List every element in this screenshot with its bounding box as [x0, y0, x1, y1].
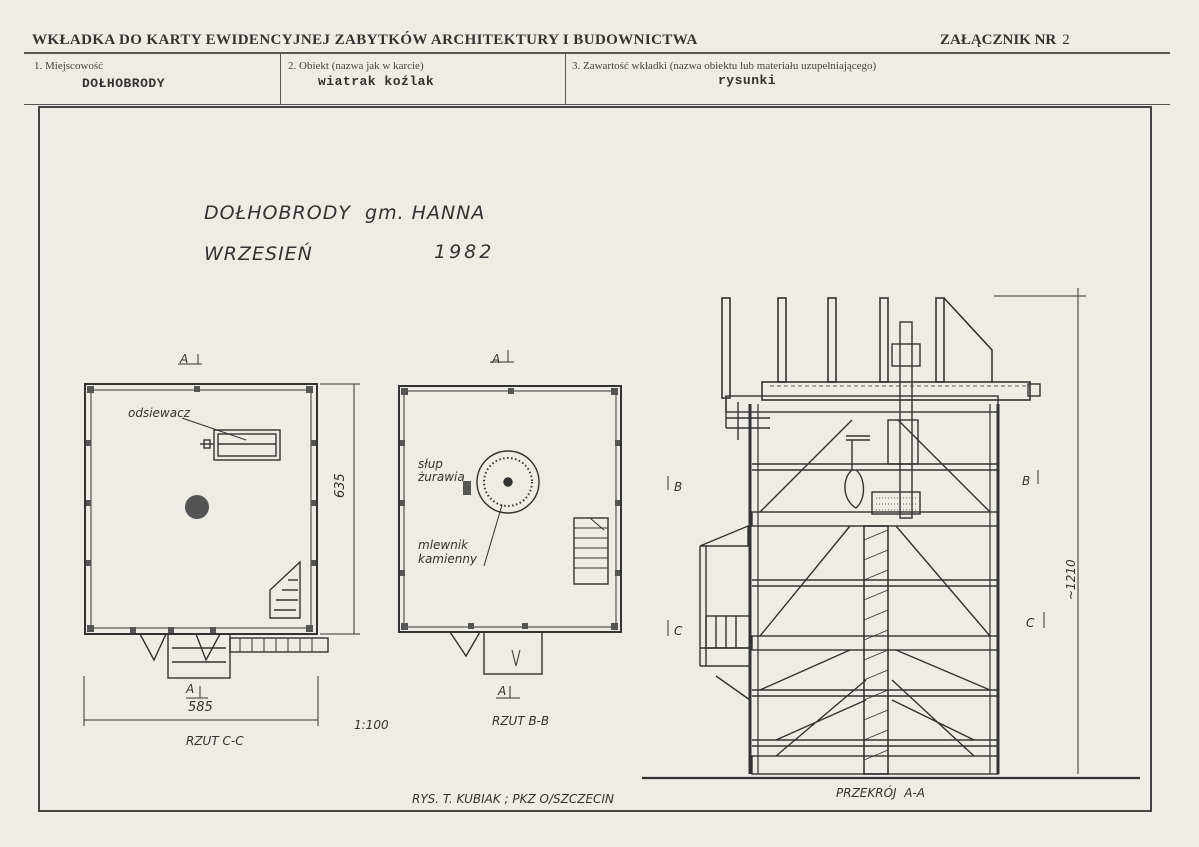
drawing-location: DOŁHOBRODY gm. HANNA [204, 202, 486, 224]
marker-c-right: C [1026, 616, 1035, 630]
field-value-contents: rysunki [718, 73, 777, 88]
field-value-object: wiatrak koźlak [318, 74, 435, 89]
field-label-object: 2. Obiekt (nazwa jak w karcie) [288, 60, 424, 72]
marker-a-bottom-bb: A [498, 684, 507, 698]
field-label-contents: 3. Zawartość wkładki (nazwa obiektu lub … [572, 60, 877, 72]
drawing-month: WRZESIEŃ [204, 243, 313, 265]
header-rule-top [24, 52, 1170, 54]
caption-plan-cc: RZUT C-C [186, 734, 244, 748]
marker-a-top-cc: A [180, 352, 189, 366]
header-rule-bottom [24, 104, 1170, 105]
label-millstone: mlewnik kamienny [418, 538, 478, 566]
label-sieve: odsiewacz [128, 406, 190, 420]
field-divider-2 [565, 53, 566, 105]
marker-b-left: B [674, 480, 683, 494]
drawing-frame [38, 106, 1152, 812]
dim-width-cc: 585 [188, 700, 213, 715]
marker-a-bottom-cc: A [186, 682, 195, 696]
marker-c-left: C [674, 624, 683, 638]
drawing-scale: 1:100 [354, 718, 389, 732]
attachment-value: 2 [1062, 32, 1070, 48]
marker-b-right: B [1022, 474, 1031, 488]
attachment-label: ZAŁĄCZNIK NR [940, 32, 1057, 48]
field-label-locality: 1. Miejscowość [34, 60, 104, 72]
section-aa-drawing [642, 288, 1140, 780]
drawing-year: 1982 [434, 241, 495, 263]
drawing-author: RYS. T. KUBIAK ; PKZ O/SZCZECIN [412, 792, 614, 806]
caption-section-aa: PRZEKRÓJ A-A [836, 786, 925, 800]
field-divider-1 [280, 53, 281, 105]
attachment-number: ZAŁĄCZNIK NR 2 [940, 32, 1070, 49]
caption-plan-bb: RZUT B-B [492, 714, 550, 728]
plan-bb-drawing [398, 350, 622, 699]
plan-cc-drawing [83, 354, 360, 726]
field-value-locality: DOŁHOBRODY [82, 76, 166, 91]
marker-a-top-bb: A [492, 352, 501, 366]
label-post: słup żurawia [418, 457, 465, 484]
document-title: WKŁADKA DO KARTY EWIDENCYJNEJ ZABYTKÓW A… [32, 32, 698, 48]
